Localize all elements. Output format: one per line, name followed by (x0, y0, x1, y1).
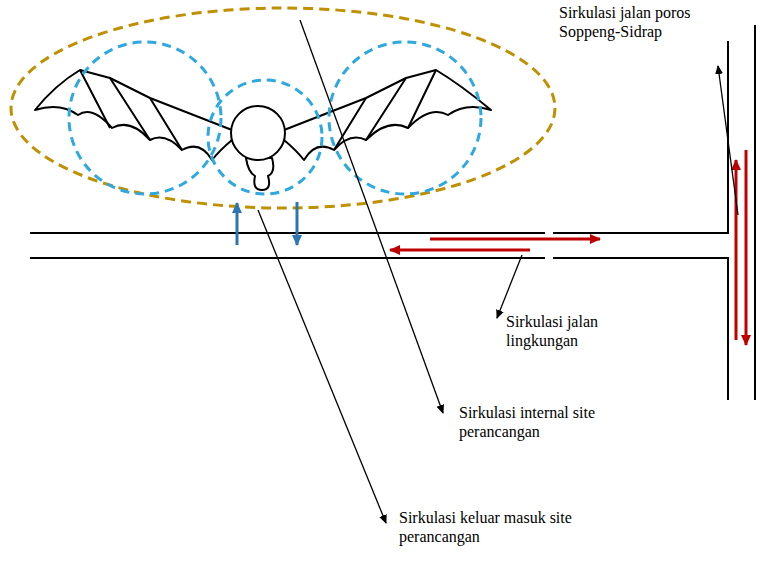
bat-figure (35, 70, 491, 190)
annotation-label: Sirkulasi jalan lingkungan (505, 312, 632, 350)
site-boundary (11, 8, 555, 208)
leader-lines (258, 20, 738, 523)
roads (30, 25, 755, 400)
zone-circles (69, 42, 481, 194)
annotation-label: Sirkulasi keluar masuk site perancangan (398, 508, 582, 546)
annotation-label: Sirkulasi internal site perancangan (458, 403, 635, 441)
annotation-label: Sirkulasi jalan poros Soppeng-Sidrap (558, 3, 735, 41)
entry-exit-arrows (237, 202, 297, 245)
